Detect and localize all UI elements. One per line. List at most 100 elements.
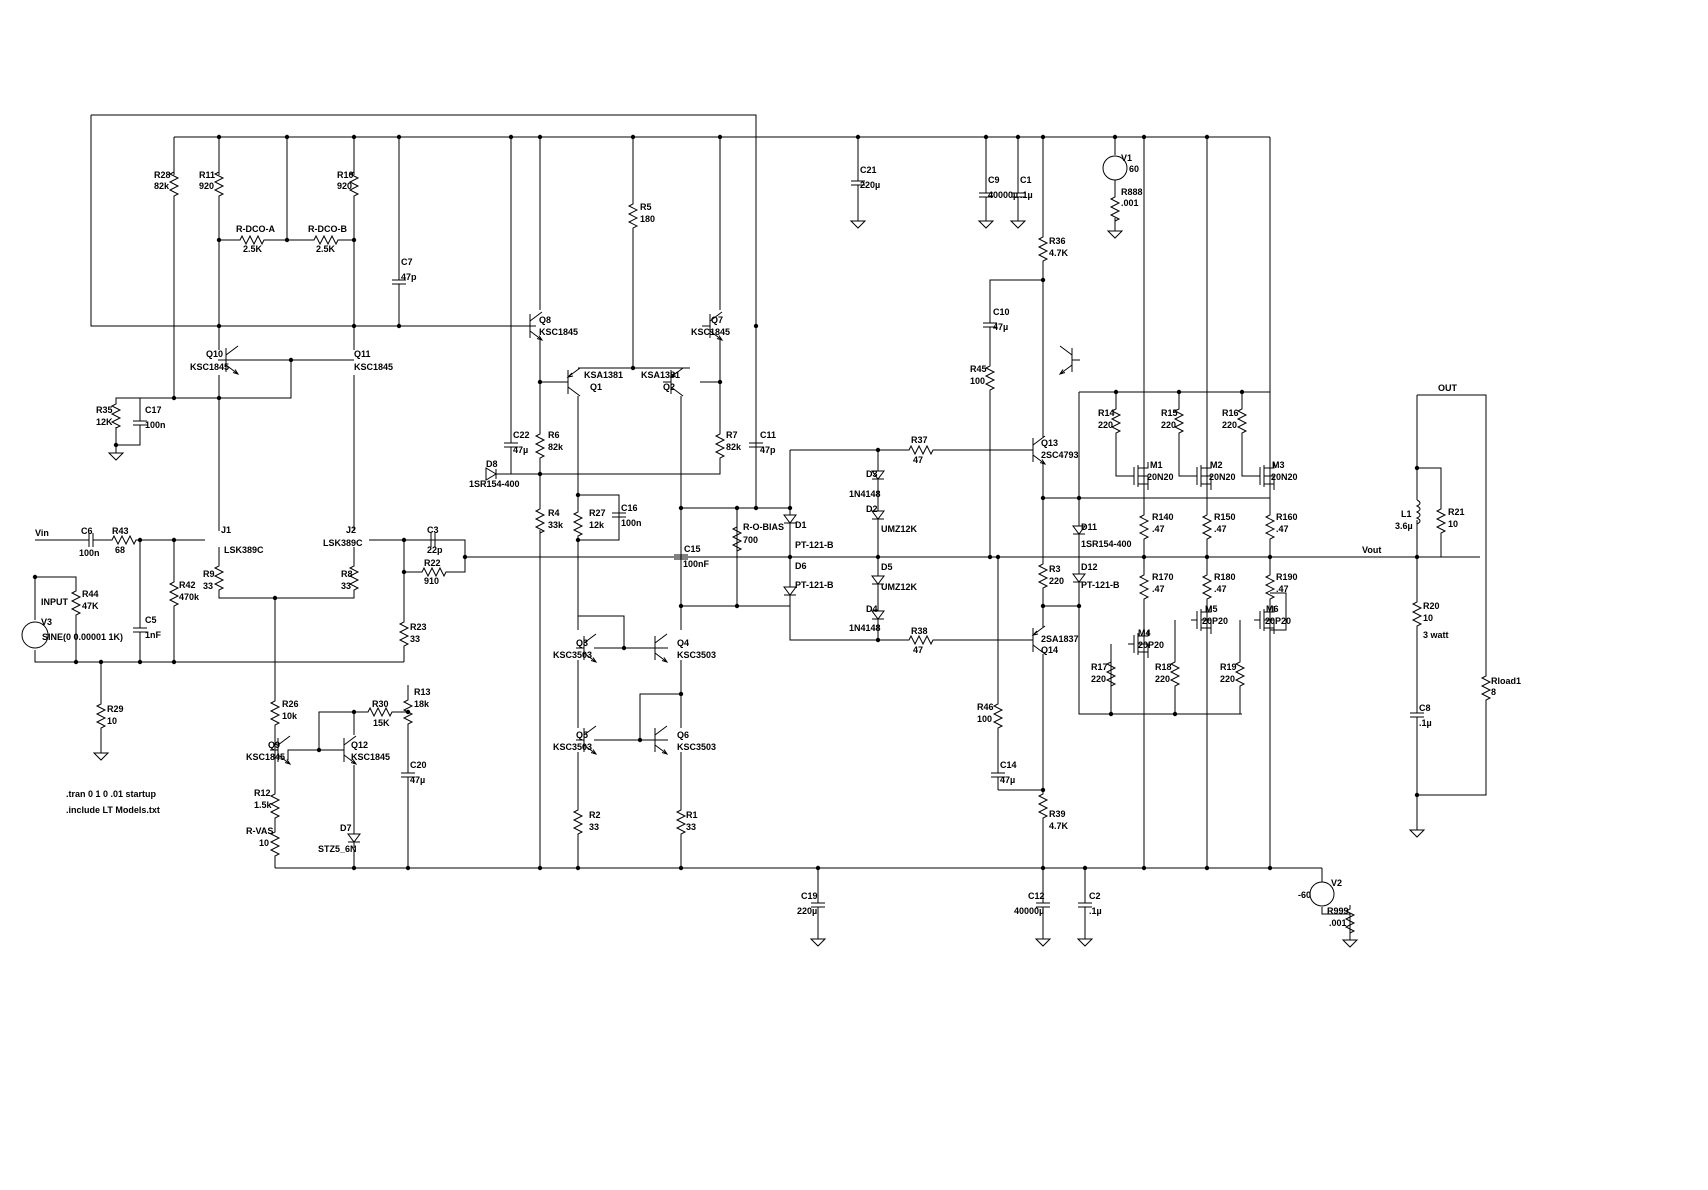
label-Q3: Q3 <box>576 638 588 648</box>
value-D8: 1SR154-400 <box>469 479 520 489</box>
label-C3: C3 <box>427 525 439 535</box>
label-J2: J2 <box>346 525 356 535</box>
label-R14: R14 <box>1098 408 1115 418</box>
value-R27: 12k <box>589 520 605 530</box>
value-Q13: 2SC4793 <box>1041 450 1079 460</box>
value-RDCOA: 2.5K <box>243 244 263 254</box>
label-R16: R16 <box>1222 408 1239 418</box>
value-R15: 220 <box>1161 420 1176 430</box>
value-R150: .47 <box>1214 524 1227 534</box>
value-R180: .47 <box>1214 584 1227 594</box>
label-R8: R8 <box>341 569 353 579</box>
label-R19: R19 <box>1220 662 1237 672</box>
value-R190: .47 <box>1276 584 1289 594</box>
label-Q6: Q6 <box>677 730 689 740</box>
value-Q5: KSC3503 <box>553 742 592 752</box>
value-M6: 20P20 <box>1265 616 1291 626</box>
value-R12: 1.5k <box>254 800 273 810</box>
label-R43: R43 <box>112 526 129 536</box>
net-label-input: INPUT <box>41 597 69 607</box>
value-R5: 180 <box>640 214 655 224</box>
value-R888: .001 <box>1121 198 1139 208</box>
value-Q3: KSC3503 <box>553 650 592 660</box>
value-D7: STZ5_6N <box>318 844 357 854</box>
value-D5: UMZ12K <box>881 582 918 592</box>
value-C7: 47p <box>401 272 417 282</box>
value-D12: PT-121-B <box>1081 580 1120 590</box>
label-R45: R45 <box>970 364 987 374</box>
value-M2: 20N20 <box>1209 472 1236 482</box>
label-D5: D5 <box>881 562 893 572</box>
net-label-out: OUT <box>1438 383 1458 393</box>
label-D2: D2 <box>866 504 878 514</box>
label-R3: R3 <box>1049 564 1061 574</box>
label-V1: V1 <box>1121 153 1132 163</box>
value-M4: 20P20 <box>1138 640 1164 650</box>
label-R35: R35 <box>96 405 113 415</box>
label-C2: C2 <box>1089 891 1101 901</box>
label-M3: M3 <box>1272 460 1285 470</box>
label-C21: C21 <box>860 165 877 175</box>
extra-R20: 3 watt <box>1423 630 1449 640</box>
net-label-vin: Vin <box>35 528 49 538</box>
value-R10: 920 <box>337 181 352 191</box>
value-R19: 220 <box>1220 674 1235 684</box>
label-R999: R999 <box>1327 906 1349 916</box>
label-ROBIAS: R-O-BIAS <box>743 522 784 532</box>
label-J1: J1 <box>221 525 231 535</box>
labels: R28 82k R11 920 R10 920 R-DCO-A 2.5K R-D… <box>35 153 1521 928</box>
value-C1: .1µ <box>1020 190 1033 200</box>
value-R36: 4.7K <box>1049 248 1069 258</box>
value-J1: LSK389C <box>224 545 264 555</box>
label-R2: R2 <box>589 810 601 820</box>
label-Q5: Q5 <box>576 730 588 740</box>
label-Q2: Q2 <box>663 382 675 392</box>
label-Q11: Q11 <box>354 349 371 359</box>
value-C17: 100n <box>145 420 166 430</box>
value-Rload1: 8 <box>1491 687 1496 697</box>
label-C17: C17 <box>145 405 162 415</box>
label-R140: R140 <box>1152 512 1174 522</box>
value-Q7: KSC1845 <box>691 327 730 337</box>
label-R15: R15 <box>1161 408 1178 418</box>
value-Q2: KSA1381 <box>641 370 680 380</box>
label-D8: D8 <box>486 459 498 469</box>
label-R20: R20 <box>1423 601 1440 611</box>
value-R21: 10 <box>1448 519 1458 529</box>
label-R37: R37 <box>911 435 928 445</box>
value-R42: 470k <box>179 592 200 602</box>
label-R11: R11 <box>199 170 215 180</box>
value-R11: 920 <box>199 181 214 191</box>
label-C12: C12 <box>1028 891 1045 901</box>
value-R46: 100 <box>977 714 992 724</box>
label-C19: C19 <box>801 891 818 901</box>
value-R140: .47 <box>1152 524 1165 534</box>
value-R9: 33 <box>203 581 213 591</box>
label-C16: C16 <box>621 503 638 513</box>
value-Q9: KSC1845 <box>246 752 285 762</box>
value-D3: 1N4148 <box>849 489 881 499</box>
value-Q12: KSC1845 <box>351 752 390 762</box>
value-R23: 33 <box>410 634 420 644</box>
label-C8: C8 <box>1419 703 1431 713</box>
value-J2: LSK389C <box>323 538 363 548</box>
value-C21: 220µ <box>860 180 880 190</box>
value-R44: 47K <box>82 601 99 611</box>
value-C2: .1µ <box>1089 906 1102 916</box>
label-Rload1: Rload1 <box>1491 676 1521 686</box>
label-Q12: Q12 <box>351 740 368 750</box>
value-C10: 47µ <box>993 322 1008 332</box>
value-Q8: KSC1845 <box>539 327 578 337</box>
label-R160: R160 <box>1276 512 1298 522</box>
component-symbols <box>21 155 1491 948</box>
label-Q14: Q14 <box>1041 645 1058 655</box>
value-C6: 100n <box>79 548 100 558</box>
label-R13: R13 <box>414 687 431 697</box>
value-RVAS: 10 <box>259 838 269 848</box>
label-C20: C20 <box>410 760 427 770</box>
value-R35: 12K <box>96 417 113 427</box>
value-R7: 82k <box>726 442 742 452</box>
label-M6: M6 <box>1266 604 1279 614</box>
label-D6: D6 <box>795 561 807 571</box>
